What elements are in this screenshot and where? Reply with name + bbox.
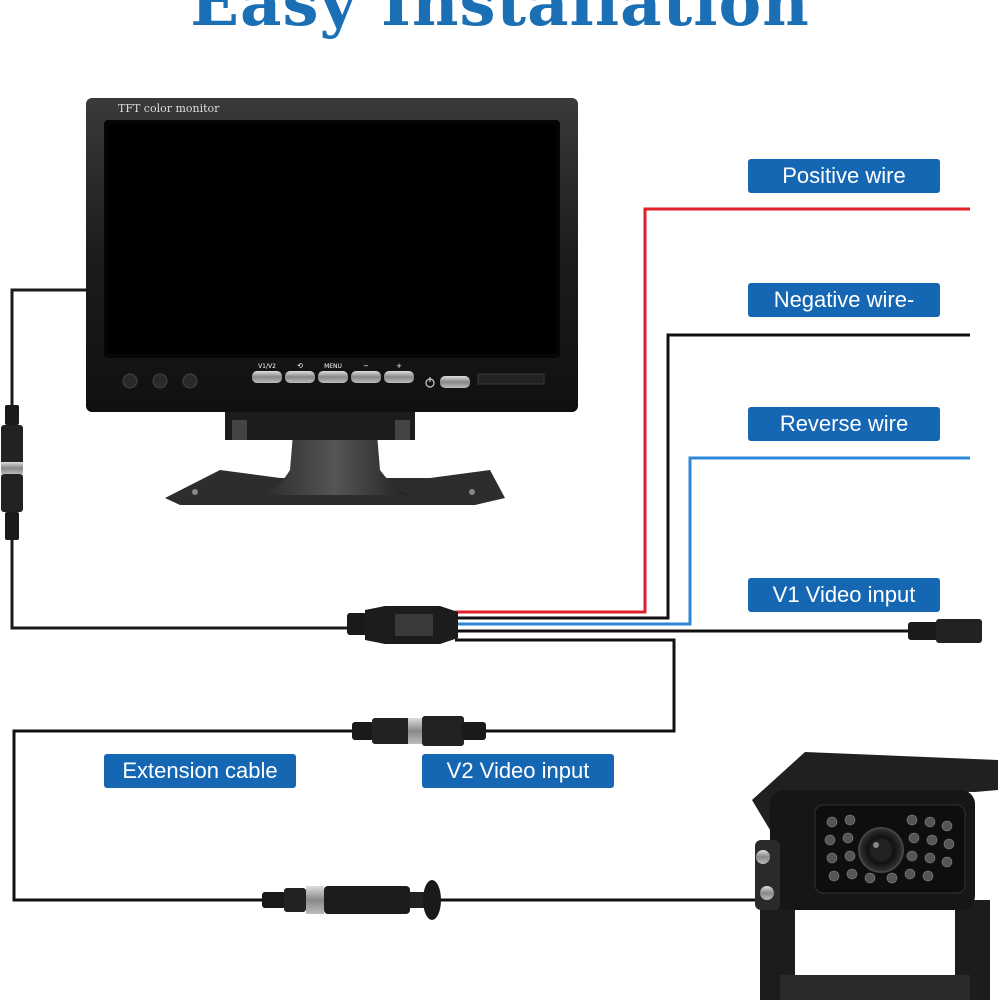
power-icon <box>425 377 435 388</box>
wires <box>10 207 970 902</box>
power-button[interactable] <box>440 376 470 388</box>
camera-sun-hood <box>752 752 998 830</box>
positive-wire <box>455 207 970 614</box>
monitor-button-cycle[interactable] <box>285 371 315 383</box>
monitor-button-plus[interactable] <box>384 371 414 383</box>
monitor-cable-connector <box>1 405 23 540</box>
monitor-button-v1v2[interactable] <box>252 371 282 383</box>
monitor-button-label-v1v2: V1/V2 <box>258 363 276 370</box>
monitor-indicator-3 <box>182 373 198 389</box>
v2-video-wire <box>455 638 676 733</box>
monitor-button-label-menu: MENU <box>324 363 342 370</box>
v1-video-input-label: V1 Video input <box>748 578 940 612</box>
wire-harness-splitter <box>347 606 458 644</box>
reverse-wire <box>455 456 970 626</box>
positive-wire-label: Positive wire <box>748 159 940 193</box>
monitor-button-menu[interactable] <box>318 371 348 383</box>
monitor-button-label-plus: + <box>396 362 402 370</box>
v2-video-input-label: V2 Video input <box>422 754 614 788</box>
monitor-indicator-2 <box>152 373 168 389</box>
page-title: Easy Installation <box>190 0 810 41</box>
monitor-button-label-cycle: ⟲ <box>297 362 303 370</box>
monitor-indicator-1 <box>122 373 138 389</box>
extension-cable-label: Extension cable <box>104 754 296 788</box>
monitor: TFT color monitor V1/V2 ⟲ MENU − + <box>86 98 578 505</box>
ir-led-icon <box>824 814 955 884</box>
v1-video-connector <box>908 619 982 643</box>
ir-receiver-window <box>477 373 545 385</box>
monitor-button-label-minus: − <box>363 362 369 370</box>
extension-cable <box>12 729 352 902</box>
negative-wire-label: Negative wire- <box>748 283 940 317</box>
reverse-camera <box>752 752 998 1000</box>
monitor-control-buttons: V1/V2 ⟲ MENU − + <box>252 362 414 383</box>
extension-cable-connector <box>352 716 486 746</box>
reverse-wire-label: Reverse wire <box>748 407 940 441</box>
camera-cable-connector <box>262 880 441 920</box>
negative-wire <box>455 333 970 620</box>
monitor-button-minus[interactable] <box>351 371 381 383</box>
monitor-brand-text: TFT color monitor <box>118 102 220 115</box>
